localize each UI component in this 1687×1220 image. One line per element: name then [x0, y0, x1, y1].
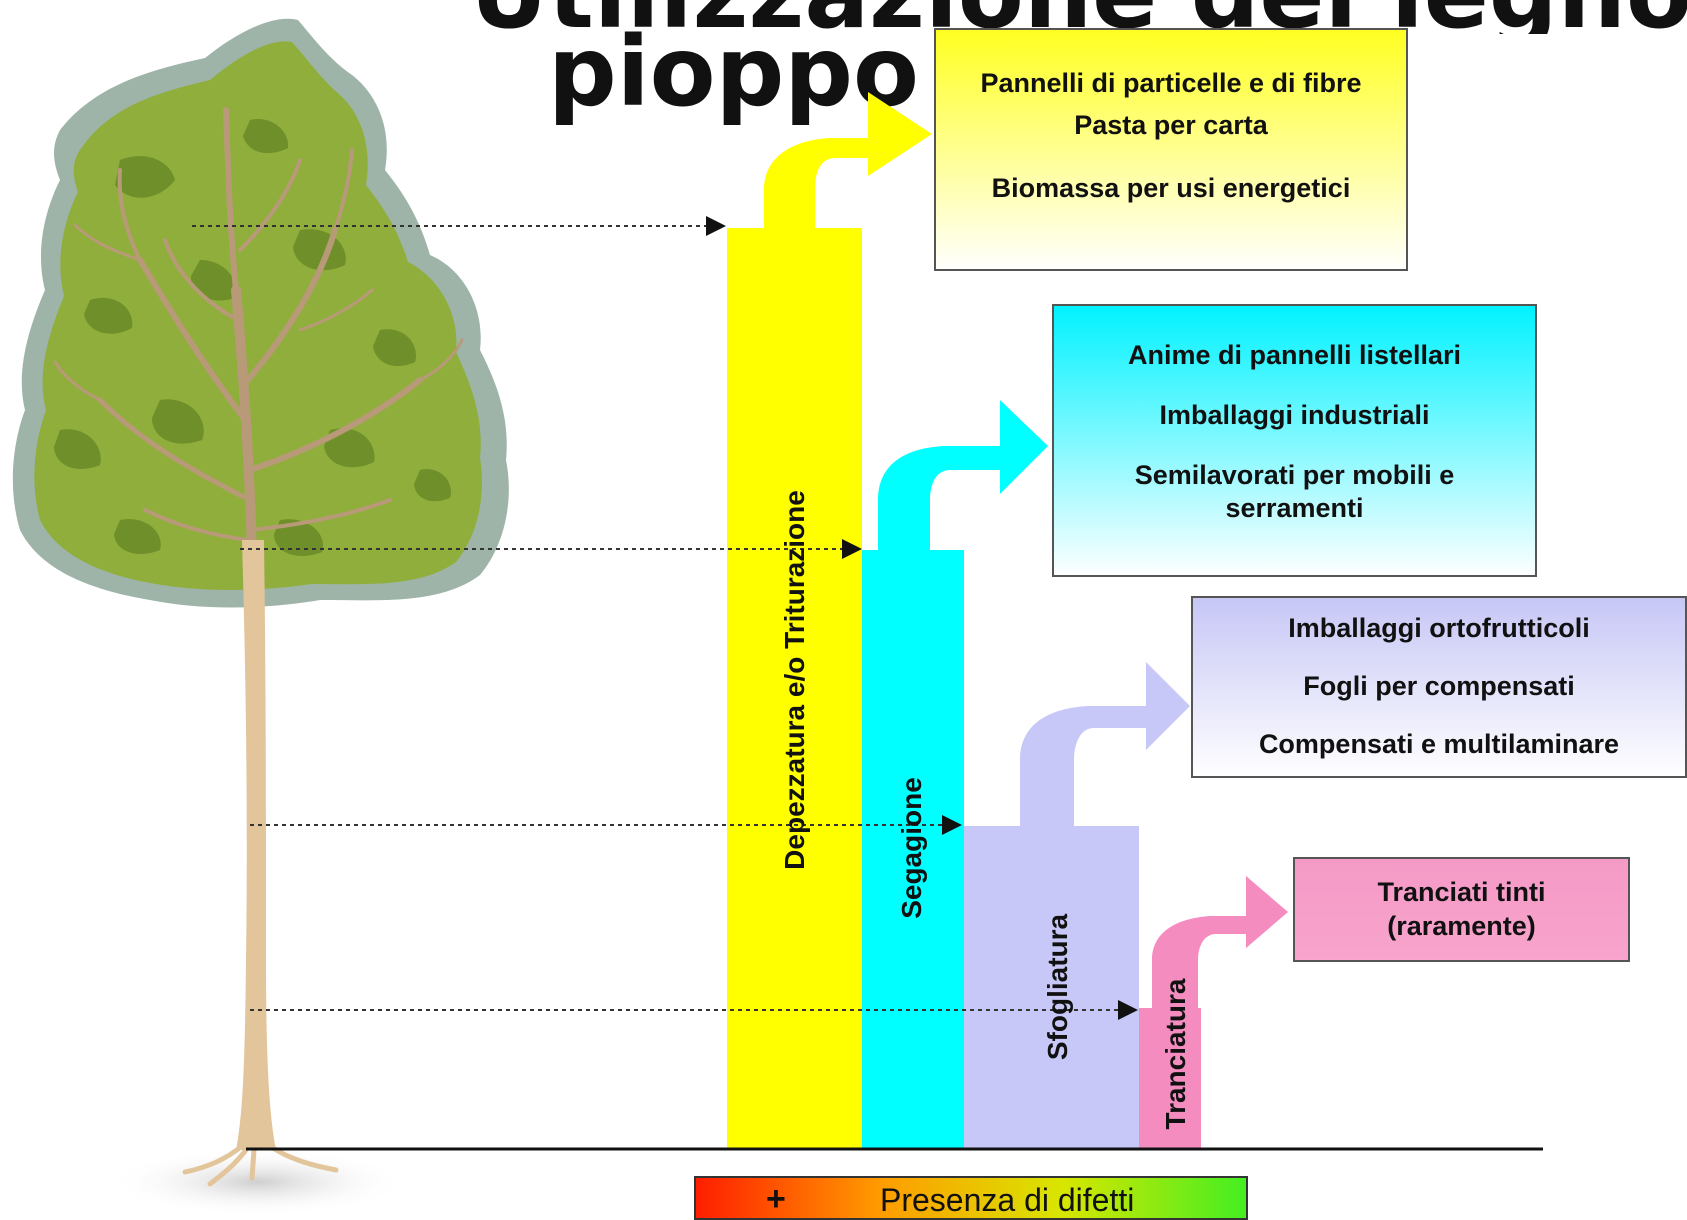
arrow-tranciatura	[1152, 876, 1288, 1008]
lavender-box-line-2: Fogli per compensati	[1303, 671, 1575, 702]
defects-plus-sign: +	[766, 1180, 786, 1218]
arrow-sfogliatura	[1020, 662, 1190, 826]
connector-arrowhead-4	[1118, 1000, 1138, 1020]
arrow-segagione	[878, 400, 1048, 550]
lavender-box-line-1: Imballaggi ortofrutticoli	[1288, 613, 1590, 644]
bar-tranciatura	[1139, 1008, 1201, 1148]
cyan-box-bg	[1052, 304, 1537, 577]
label-segagione: Segagione	[896, 777, 927, 919]
bar-depezzatura	[727, 228, 862, 1148]
arrow-depezzatura	[764, 92, 932, 228]
yellow-box-bg	[934, 28, 1408, 271]
yellow-box: Pannelli di particelle e di fibre Pasta …	[934, 28, 1408, 271]
ground-shadow	[108, 1148, 408, 1216]
label-tranciatura: Tranciatura	[1160, 978, 1191, 1130]
bar-segagione	[862, 550, 964, 1148]
pink-box-line-1: Tranciati tinti (raramente)	[1377, 876, 1546, 941]
poplar-tree-illustration	[12, 18, 509, 1187]
lavender-box: Imballaggi ortofrutticoli Fogli per comp…	[1191, 596, 1687, 778]
yellow-box-line-3: Biomassa per usi energetici	[991, 173, 1351, 204]
connector-arrowhead-1	[706, 216, 726, 236]
title-line-2: pioppo	[548, 16, 919, 128]
tree-branches	[53, 107, 464, 565]
cyan-box-line-2: Imballaggi industriali	[1159, 399, 1430, 430]
bar-sfogliatura	[964, 826, 1139, 1148]
tree-trunk	[236, 540, 276, 1150]
label-depezzatura: Depezzatura e/o Triturazione	[779, 490, 810, 870]
defects-gradient-bar: + Presenza di difetti	[694, 1176, 1248, 1220]
cyan-box-line-1: Anime di pannelli listellari	[1127, 340, 1462, 370]
lavender-box-bg	[1191, 596, 1687, 778]
cyan-box: Anime di pannelli listellari Imballaggi …	[1052, 304, 1537, 577]
lavender-box-line-3: Compensati e multilaminare	[1258, 728, 1620, 759]
yellow-box-line-1: Pannelli di particelle e di fibre	[980, 67, 1362, 98]
defects-label: Presenza di difetti	[880, 1182, 1135, 1218]
tree-roots	[182, 1143, 339, 1187]
connector-arrowhead-2	[842, 539, 862, 559]
cyan-box-line-3: Semilavorati per mobili e serramenti	[1134, 459, 1455, 524]
foliage-patches	[54, 119, 451, 556]
connector-arrowhead-3	[942, 815, 962, 835]
yellow-box-line-2: Pasta per carta	[1074, 109, 1268, 140]
pink-box-bg	[1293, 857, 1630, 962]
label-sfogliatura: Sfogliatura	[1042, 913, 1073, 1061]
pink-box: Tranciati tinti (raramente)	[1293, 857, 1630, 962]
